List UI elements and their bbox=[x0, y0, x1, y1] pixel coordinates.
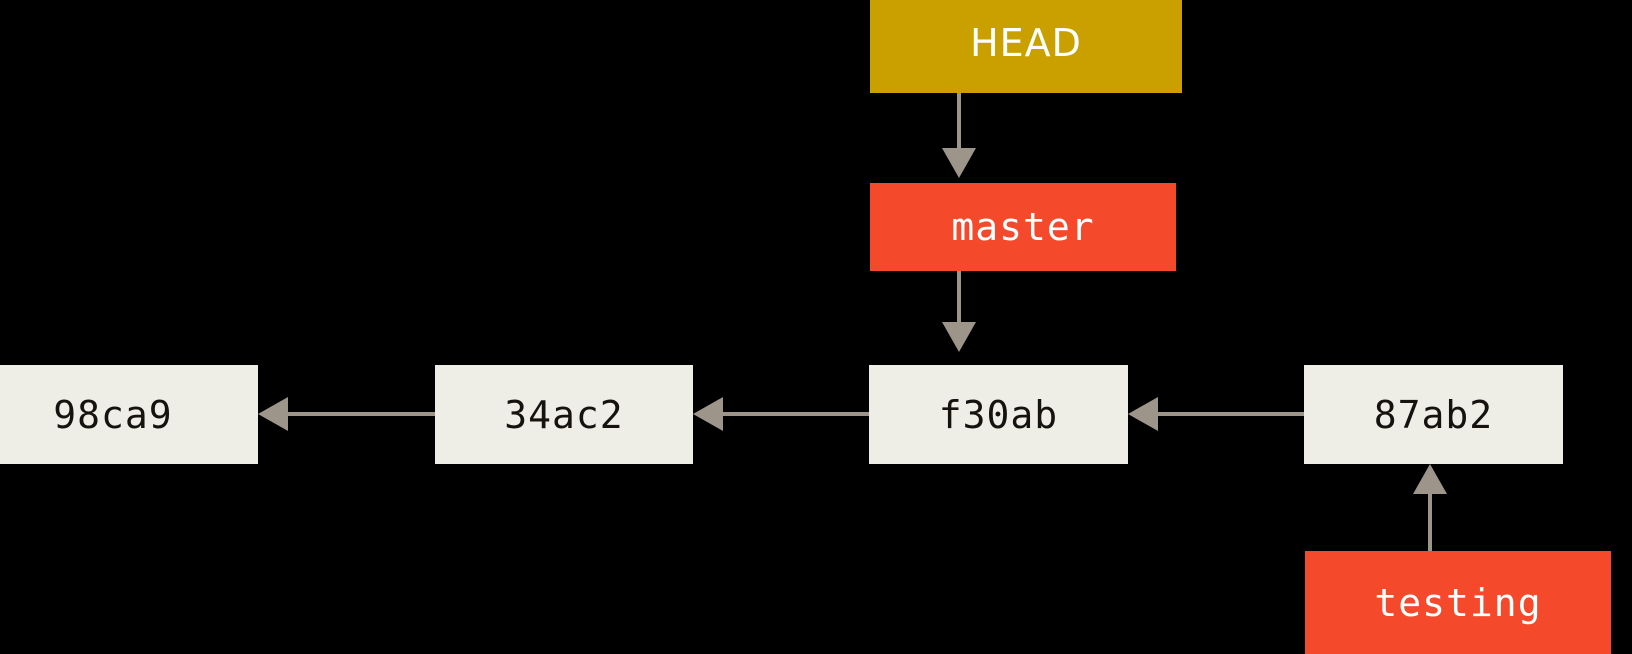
branch-label-testing: testing bbox=[1374, 580, 1542, 625]
edge-34ac2-to-98ca9-arrowhead bbox=[258, 397, 288, 431]
commit-label-34ac2: 34ac2 bbox=[504, 392, 624, 437]
edge-87ab2-to-f30ab-arrowhead bbox=[1128, 397, 1158, 431]
commit-box-98ca9[interactable]: 98ca9 bbox=[0, 365, 258, 464]
head-label: HEAD bbox=[970, 20, 1082, 65]
edge-34ac2-to-98ca9-line bbox=[288, 412, 436, 416]
commit-box-34ac2[interactable]: 34ac2 bbox=[435, 365, 693, 464]
edge-master-to-f30ab-arrowhead bbox=[942, 322, 976, 352]
edge-f30ab-to-34ac2-line bbox=[723, 412, 869, 416]
branch-label-master: master bbox=[951, 205, 1095, 249]
edge-head-to-master-arrowhead bbox=[942, 148, 976, 178]
edge-master-to-f30ab-line bbox=[957, 271, 961, 345]
commit-box-f30ab[interactable]: f30ab bbox=[869, 365, 1128, 464]
commit-label-87ab2: 87ab2 bbox=[1373, 392, 1494, 437]
edge-testing-to-87ab2-line bbox=[1428, 484, 1432, 552]
branch-box-testing[interactable]: testing bbox=[1305, 551, 1611, 654]
branch-box-master[interactable]: master bbox=[870, 183, 1176, 271]
commit-label-f30ab: f30ab bbox=[938, 392, 1059, 437]
edge-87ab2-to-f30ab-line bbox=[1158, 412, 1304, 416]
edge-testing-to-87ab2-arrowhead bbox=[1413, 464, 1447, 494]
edge-head-to-master-line bbox=[957, 93, 961, 168]
head-pointer-box[interactable]: HEAD bbox=[870, 0, 1182, 93]
commit-box-87ab2[interactable]: 87ab2 bbox=[1304, 365, 1563, 464]
edge-f30ab-to-34ac2-arrowhead bbox=[693, 397, 723, 431]
commit-label-98ca9: 98ca9 bbox=[53, 392, 173, 437]
